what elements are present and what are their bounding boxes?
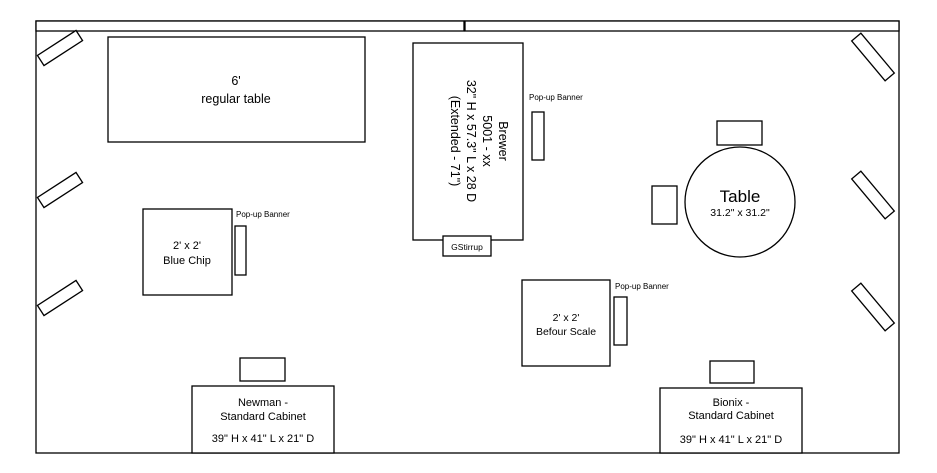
left-wall-fixture-middle bbox=[36, 171, 84, 209]
regular-table bbox=[107, 36, 366, 143]
popup-banner-right bbox=[613, 296, 628, 346]
blue-chip-size: 2' x 2' bbox=[173, 240, 201, 252]
left-wall-fixture-top bbox=[36, 29, 84, 67]
left-wall-fixture-bottom bbox=[36, 279, 84, 317]
round-table bbox=[684, 146, 796, 258]
bionix-cabinet bbox=[659, 387, 803, 454]
top-wall-right-segment bbox=[464, 20, 900, 32]
brewer-table bbox=[412, 42, 524, 241]
gstirrup-label: GStirrup bbox=[451, 242, 483, 252]
top-wall-left-segment bbox=[35, 20, 465, 32]
right-wall-fixture-bottom bbox=[850, 282, 896, 332]
newman-stool bbox=[239, 357, 286, 382]
newman-cabinet-type: Standard Cabinet bbox=[220, 411, 306, 423]
bionix-cabinet-type: Standard Cabinet bbox=[688, 410, 774, 422]
befour-scale-label: Befour Scale bbox=[536, 326, 596, 338]
bionix-cabinet-name: Bionix - bbox=[713, 397, 750, 409]
newman-cabinet bbox=[191, 385, 335, 454]
brewer-model: 5001 - xx bbox=[480, 115, 494, 167]
bionix-stool bbox=[709, 360, 755, 384]
blue-chip-box bbox=[142, 208, 233, 296]
round-table-size: 31.2" x 31.2" bbox=[710, 207, 770, 219]
gstirrup-box bbox=[442, 235, 492, 257]
popup-banner-left-label: Pop-up Banner bbox=[236, 210, 290, 219]
right-wall-fixture-middle bbox=[850, 170, 896, 220]
regular-table-size: 6' bbox=[231, 74, 240, 88]
right-wall-fixture-top bbox=[850, 32, 896, 82]
bionix-cabinet-dimensions: 39" H x 41" L x 21" D bbox=[680, 434, 782, 446]
befour-scale-size: 2' x 2' bbox=[553, 312, 580, 324]
newman-cabinet-name: Newman - bbox=[238, 397, 288, 409]
round-table-stool-left bbox=[651, 185, 678, 225]
newman-cabinet-dimensions: 39" H x 41" L x 21" D bbox=[212, 433, 314, 445]
brewer-extended: (Extended - 71") bbox=[448, 96, 462, 187]
round-table-label: Table bbox=[720, 187, 761, 206]
brewer-name: Brewer bbox=[496, 121, 510, 161]
blue-chip-label: Blue Chip bbox=[163, 255, 211, 267]
brewer-dimensions: 32" H x 57.3" L x 28 D bbox=[464, 80, 478, 202]
popup-banner-right-label: Pop-up Banner bbox=[615, 282, 669, 291]
popup-banner-left bbox=[234, 225, 247, 276]
befour-scale-box bbox=[521, 279, 611, 367]
round-table-stool-top bbox=[716, 120, 763, 146]
regular-table-label: regular table bbox=[201, 92, 271, 106]
popup-banner-top bbox=[531, 111, 545, 161]
popup-banner-top-label: Pop-up Banner bbox=[529, 93, 583, 102]
